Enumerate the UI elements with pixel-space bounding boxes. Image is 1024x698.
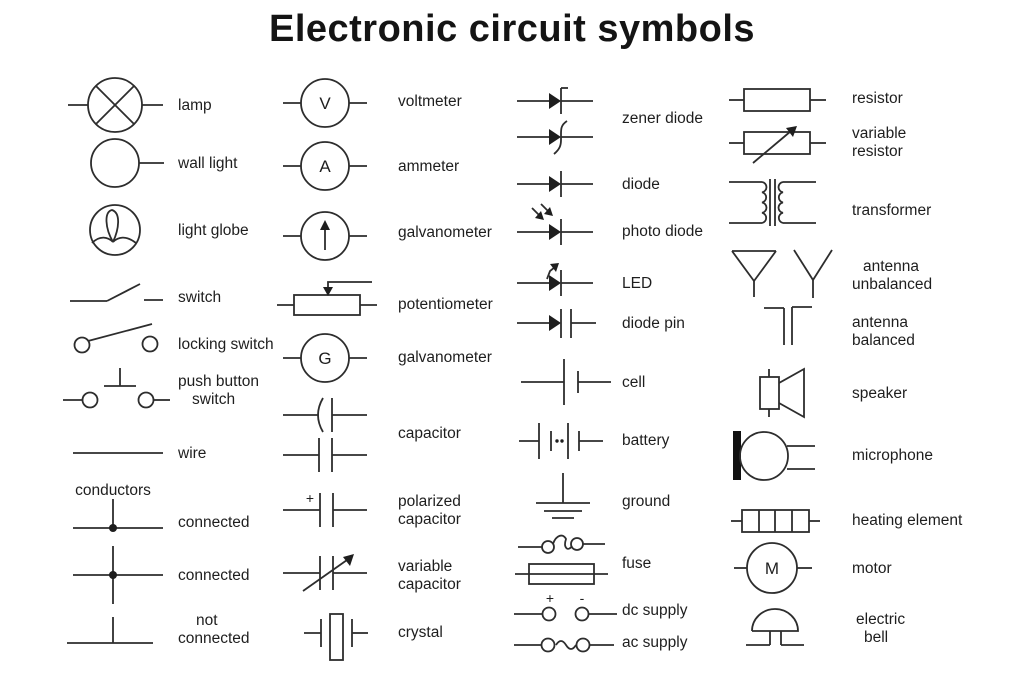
electric-bell-label-line1: electric — [856, 611, 905, 628]
variable-capacitor-icon — [283, 554, 367, 592]
variable-resistor-label-line2: resistor — [852, 143, 903, 160]
wire-label: wire — [177, 445, 206, 462]
wall-light-label: wall light — [177, 155, 238, 172]
voltmeter-label: voltmeter — [398, 93, 462, 110]
switch-icon — [70, 283, 163, 302]
resistor-icon — [729, 88, 826, 112]
crystal-icon — [304, 613, 368, 661]
microphone-label: microphone — [852, 447, 933, 464]
speaker-label: speaker — [852, 385, 907, 402]
fuse-icon — [515, 534, 608, 585]
ammeter-letter: A — [319, 157, 331, 176]
push-button-switch-label-line1: push button — [178, 373, 259, 390]
galvanometer-arrow-icon — [283, 211, 367, 261]
push-button-switch-label-line2: switch — [192, 391, 235, 408]
motor-letter: M — [765, 559, 779, 578]
connected-tee-label: connected — [178, 514, 250, 531]
speaker-icon — [759, 367, 805, 419]
battery-icon — [519, 423, 603, 459]
potentiometer-icon — [277, 281, 377, 316]
dc-supply-label: dc supply — [622, 602, 688, 619]
galvanometer-arrow-label: galvanometer — [398, 224, 492, 241]
polarized-capacitor-plus-sign: + — [306, 490, 314, 506]
antenna-unbalanced-label-line1: antenna — [863, 258, 919, 275]
transformer-icon — [729, 179, 816, 226]
dc-supply-icon — [514, 606, 617, 622]
capacitor-label: capacitor — [398, 425, 461, 442]
light-globe-icon — [89, 204, 141, 256]
dc-supply-minus-sign: - — [580, 590, 585, 606]
transformer-label: transformer — [852, 202, 931, 219]
ammeter-icon — [283, 141, 367, 191]
resistor-label: resistor — [852, 90, 903, 107]
zener-diode-label: zener diode — [622, 110, 703, 127]
antenna-balanced-label-line2: balanced — [852, 332, 915, 349]
wall-light-icon — [90, 138, 164, 188]
motor-icon — [734, 542, 812, 594]
ac-supply-label: ac supply — [622, 634, 688, 651]
galvanometer-label: galvanometer — [398, 349, 492, 366]
galvanometer-letter: G — [318, 349, 331, 368]
battery-label: battery — [622, 432, 670, 449]
crystal-label: crystal — [398, 624, 443, 641]
diode-label: diode — [622, 176, 660, 193]
variable-resistor-icon — [729, 126, 826, 164]
led-label: LED — [622, 275, 652, 292]
ground-icon — [536, 473, 590, 519]
diode-icon — [517, 171, 593, 197]
variable-resistor-label-line1: variable — [852, 125, 906, 142]
electric-bell-label-line2: bell — [864, 629, 888, 646]
dc-supply-plus-sign: + — [546, 590, 554, 606]
motor-label: motor — [852, 560, 892, 577]
heating-element-icon — [731, 509, 820, 533]
cell-label: cell — [622, 374, 645, 391]
antenna-balanced-label-line1: antenna — [852, 314, 908, 331]
photo-diode-label: photo diode — [622, 223, 703, 240]
conductors-heading: conductors — [75, 482, 151, 499]
fuse-label: fuse — [622, 555, 651, 572]
diode-pin-icon — [517, 309, 596, 338]
light-globe-label: light globe — [178, 222, 249, 239]
lamp-label: lamp — [178, 97, 212, 114]
capacitor-icon — [283, 397, 367, 472]
heating-element-label: heating element — [852, 512, 963, 529]
antenna-unbalanced-label-line2: unbalanced — [852, 276, 932, 293]
voltmeter-letter: V — [319, 94, 331, 113]
variable-capacitor-label-line2: capacitor — [398, 576, 461, 593]
voltmeter-icon — [283, 78, 367, 128]
page-title: Electronic circuit symbols — [268, 8, 756, 50]
not-connected-label-line2: connected — [178, 630, 250, 647]
switch-label: switch — [178, 289, 221, 306]
diode-pin-label: diode pin — [622, 315, 685, 332]
led-icon — [517, 263, 593, 296]
variable-capacitor-label-line1: variable — [398, 558, 452, 575]
polarized-capacitor-icon — [283, 493, 367, 527]
antenna-unbalanced-icon — [731, 249, 833, 298]
zener-diode-icon — [517, 87, 593, 155]
ac-supply-icon — [514, 637, 614, 653]
antenna-balanced-icon — [764, 306, 812, 345]
polarized-capacitor-label-line1: polarized — [398, 493, 461, 510]
conductors-connected-cross-icon — [73, 546, 163, 604]
polarized-capacitor-label-line2: capacitor — [398, 511, 461, 528]
locking-switch-label: locking switch — [178, 336, 274, 353]
push-button-switch-icon — [63, 368, 170, 409]
conductors-connected-tee-icon — [73, 499, 163, 532]
ammeter-label: ammeter — [398, 158, 459, 175]
galvanometer-icon — [283, 333, 367, 383]
conductors-not-connected-icon — [67, 617, 153, 644]
lamp-icon — [68, 77, 163, 133]
potentiometer-label: potentiometer — [398, 296, 493, 313]
connected-cross-label: connected — [178, 567, 250, 584]
ground-label: ground — [622, 493, 670, 510]
microphone-icon — [733, 431, 815, 481]
electric-bell-icon — [746, 608, 804, 646]
photo-diode-icon — [517, 203, 593, 245]
cell-icon — [521, 359, 611, 405]
not-connected-label-line1: not — [196, 612, 218, 629]
locking-switch-icon — [73, 323, 159, 354]
